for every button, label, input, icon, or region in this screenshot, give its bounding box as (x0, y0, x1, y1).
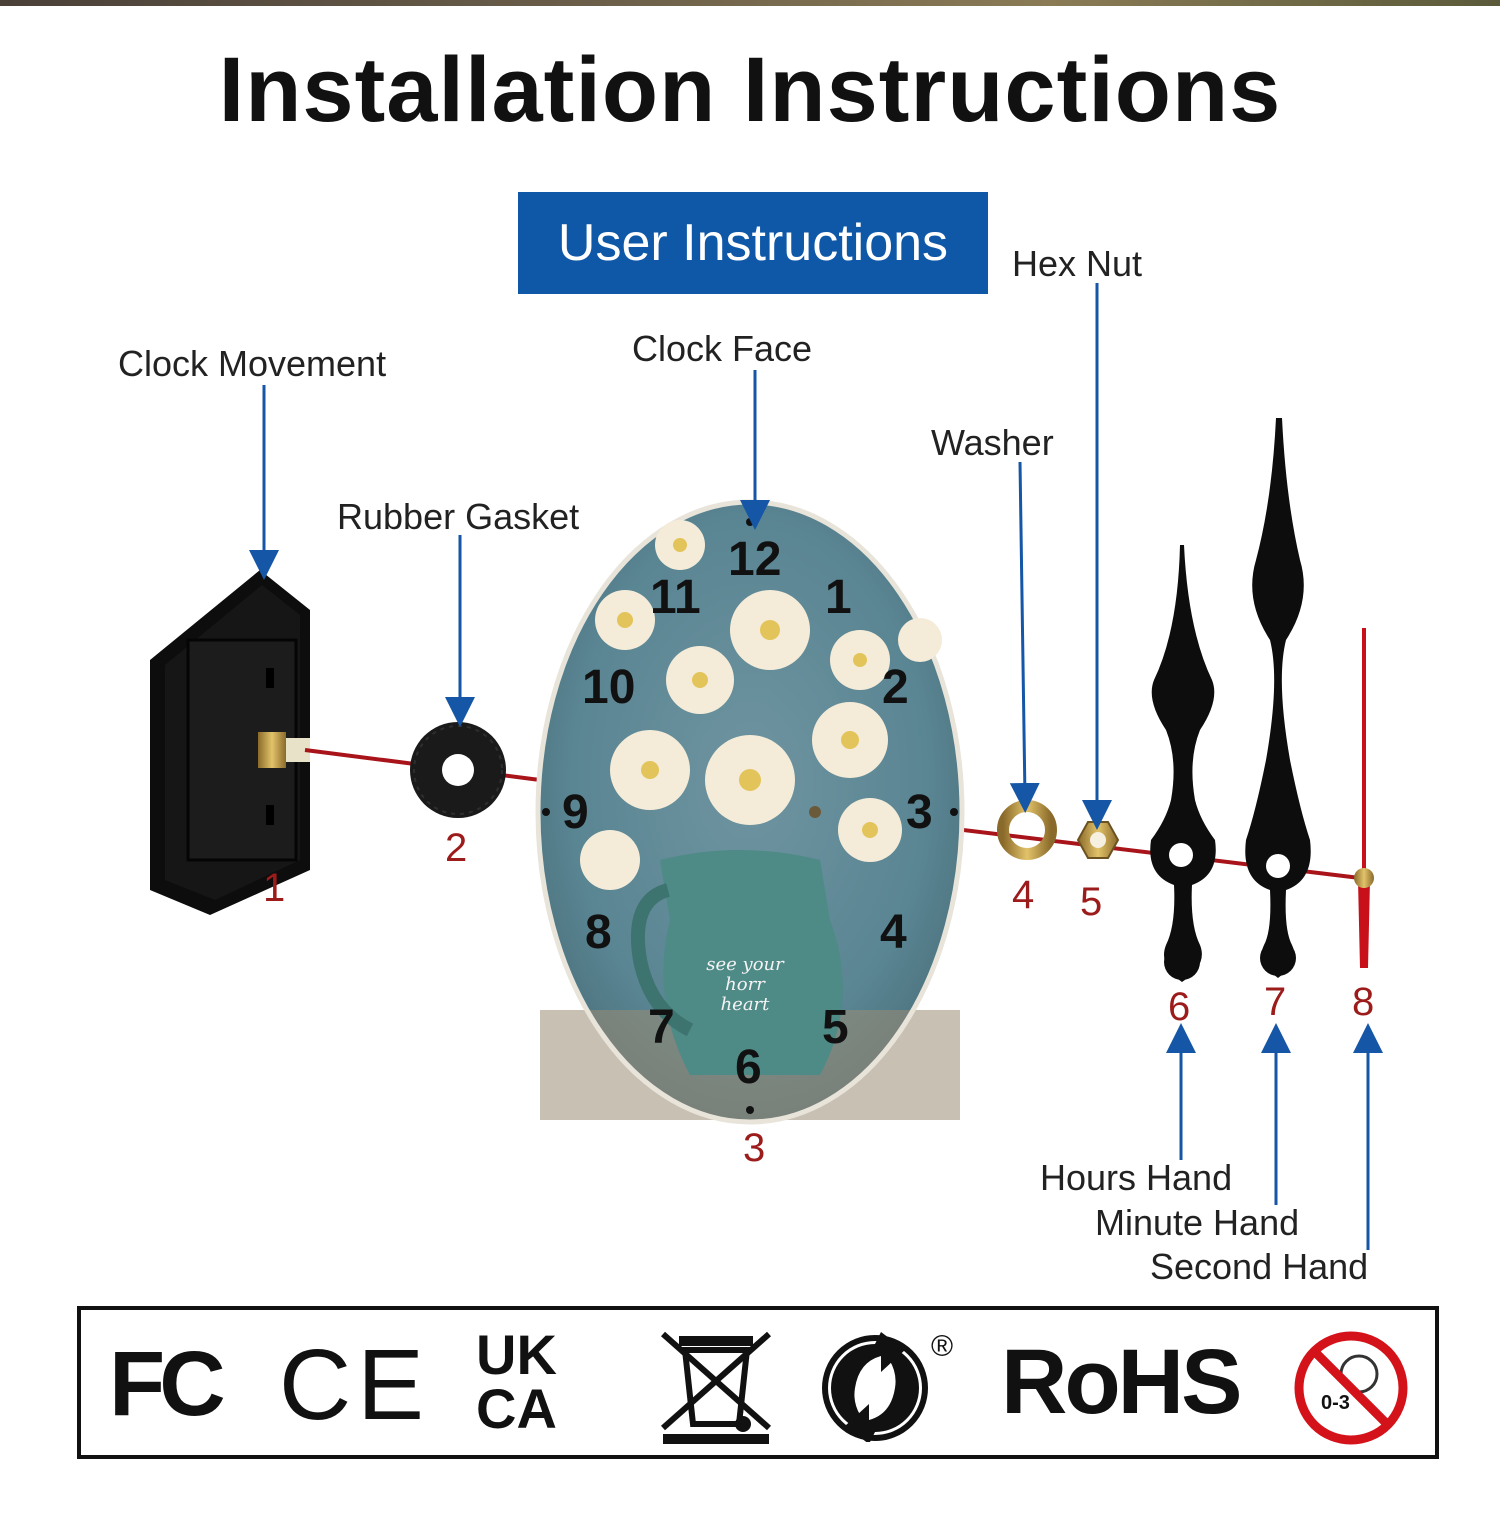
clock-numeral-12: 12 (728, 532, 781, 587)
clock-numeral-10: 10 (582, 660, 635, 715)
ukca-mark-icon: UK CA (476, 1328, 557, 1436)
label-hex-nut: Hex Nut (1012, 243, 1142, 285)
rohs-mark-icon: RoHS (1001, 1330, 1239, 1435)
clock-numeral-2: 2 (882, 660, 909, 715)
clock-numeral-8: 8 (585, 905, 612, 960)
certification-box: FC CE UK CA ® RoHS 0-3 (77, 1306, 1439, 1459)
hex-nut-icon (1078, 822, 1118, 858)
rubber-gasket-icon (410, 722, 506, 818)
washer-icon (1003, 806, 1051, 854)
number-6: 6 (1168, 985, 1190, 1030)
number-1: 1 (263, 866, 285, 911)
clock-numeral-3: 3 (906, 785, 933, 840)
label-clock-movement: Clock Movement (118, 343, 386, 385)
fc-mark-icon: FC (109, 1332, 220, 1437)
clock-face-icon (538, 502, 962, 1122)
number-2: 2 (445, 826, 467, 871)
label-second-hand: Second Hand (1150, 1246, 1368, 1288)
label-clock-face: Clock Face (632, 328, 812, 370)
clock-numeral-11: 11 (650, 570, 701, 625)
hour-hand-icon (1150, 545, 1216, 982)
clock-numeral-5: 5 (822, 1000, 849, 1055)
age-warning-label: 0-3 (1321, 1392, 1350, 1415)
number-3: 3 (743, 1126, 765, 1171)
number-8: 8 (1352, 980, 1374, 1025)
vase-text: see your horr heart (690, 955, 800, 1015)
label-minute-hand: Minute Hand (1095, 1202, 1299, 1244)
vase-text-line-1: see your horr (690, 955, 800, 995)
clock-numeral-1: 1 (825, 570, 852, 625)
vase-text-line-2: heart (690, 995, 800, 1015)
second-hand-icon (1354, 628, 1374, 968)
registered-mark: ® (931, 1330, 953, 1364)
number-5: 5 (1080, 880, 1102, 925)
age-warning-icon (1293, 1330, 1409, 1446)
ukca-top: UK (476, 1328, 557, 1382)
number-7: 7 (1264, 980, 1286, 1025)
number-4: 4 (1012, 873, 1034, 918)
clock-numeral-9: 9 (562, 785, 589, 840)
ce-mark-icon: CE (279, 1328, 430, 1443)
clock-numeral-6: 6 (735, 1040, 762, 1095)
clock-numeral-7: 7 (648, 1000, 675, 1055)
weee-bin-icon (659, 1328, 773, 1446)
ukca-bottom: CA (476, 1382, 557, 1436)
clock-movement-icon (150, 570, 310, 915)
label-rubber-gasket: Rubber Gasket (337, 496, 579, 538)
clock-numeral-4: 4 (880, 905, 907, 960)
minute-hand-icon (1245, 418, 1310, 978)
arrow-washer (1020, 462, 1025, 798)
label-washer: Washer (931, 422, 1054, 464)
label-hours-hand: Hours Hand (1040, 1157, 1232, 1199)
